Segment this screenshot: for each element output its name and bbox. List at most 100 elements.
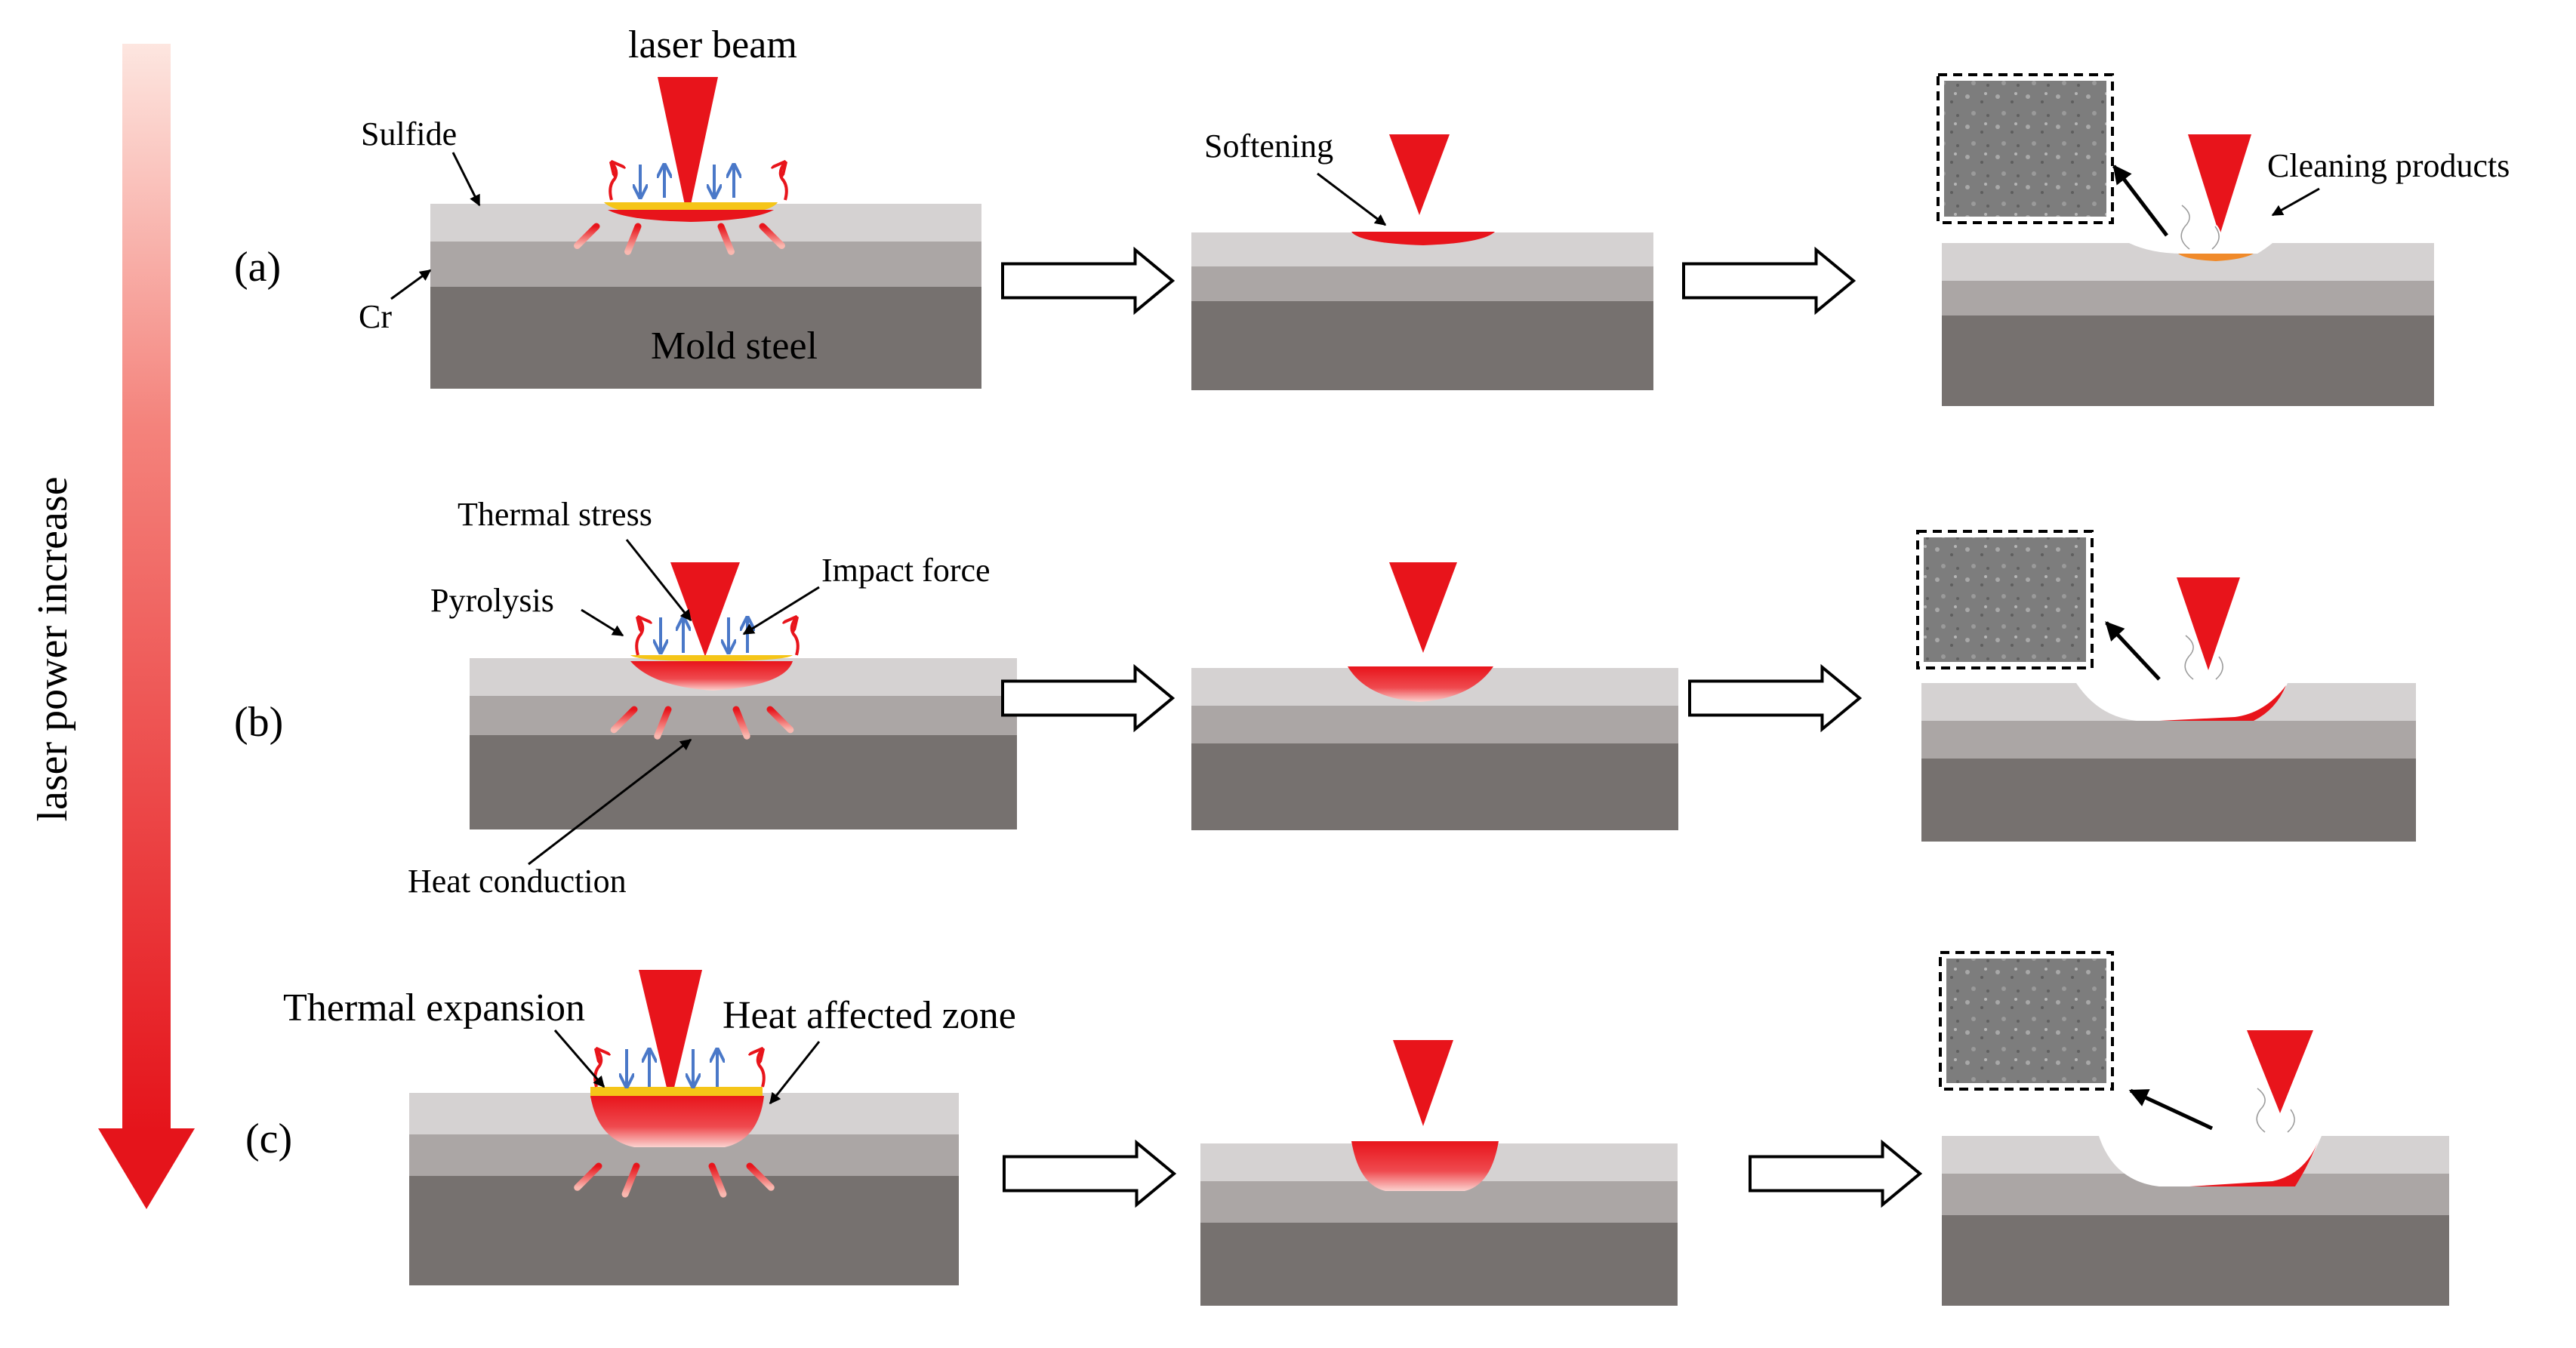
cr-layer [430,242,981,287]
process-arrow [1003,1139,1177,1208]
label-impact-force: Impact force [821,552,991,589]
cr-layer [1191,706,1678,743]
sem-image [1944,81,2106,217]
mold-steel-layer [1191,301,1653,390]
pyrolysis-arrow [636,617,642,656]
heat-conduction-arrow [708,1162,727,1198]
heat-conduction-arrow [574,1162,602,1191]
melt-zone [590,1096,764,1147]
cr-pointer [390,269,432,300]
cleaning-products-pointer [2271,187,2320,217]
row-label-c: (c) [245,1116,292,1162]
block-b3 [1921,683,2416,842]
mold-steel-layer [1200,1223,1678,1306]
removed-region [2129,243,2272,254]
softened-zone [1351,232,1495,245]
heat-conduction-arrow [766,706,794,734]
process-arrow [1001,663,1176,733]
row-label-a: (a) [234,244,281,291]
heat-conduction-arrow [717,223,735,255]
yellow-hot-layer [590,1087,763,1098]
label-laser-beam: laser beam [628,23,797,66]
label-sulfide: Sulfide [361,115,457,152]
pyrolysis-pointer [581,608,624,637]
label-thermal-stress: Thermal stress [458,496,652,533]
mold-steel-layer [430,287,981,389]
cleaning-product-outline [2184,635,2223,680]
sem-pointer-arrow [2112,165,2168,237]
impact-force-pointer [742,586,820,636]
laser-cone-a3 [2188,134,2251,235]
softened-zone [1351,1141,1499,1191]
residual-melt [2159,685,2286,721]
pyrolysis-arrow [610,162,616,201]
mold-steel-layer [1942,1215,2449,1306]
process-arrow [1001,246,1176,315]
heat-conduction-arrow [621,1162,640,1198]
heat-conduction-arrow [610,706,638,734]
mold-steel-layer [470,735,1017,829]
cr-layer [1921,721,2416,759]
cr-layer [1191,266,1653,301]
mold-steel-layer [1942,315,2434,406]
block-a2 [1191,232,1653,390]
laser-cone-b2 [1389,562,1457,653]
label-heat-conduction: Heat conduction [408,863,627,900]
removed-region [2076,683,2288,721]
sem-image [1924,537,2086,662]
laser-cone-b3 [2177,577,2240,670]
laser-cone-c2 [1393,1040,1453,1126]
row-label-b: (b) [234,699,283,746]
label-softening: Softening [1204,128,1333,165]
block-c3 [1942,1136,2449,1306]
sulfide-pointer [451,152,481,207]
thermal-stress-pointer [625,539,692,622]
process-arrow [1688,663,1863,733]
pyrolysis-arrow [792,617,798,656]
laser-cone-a2 [1389,134,1450,215]
heat-conduction-pointer [528,738,692,866]
heat-conduction-arrow [624,223,642,255]
mold-steel-layer [409,1176,959,1285]
mold-steel-layer [1921,759,2416,842]
heat-conduction-arrow [746,1162,775,1191]
laser-beam-cone [670,562,740,657]
label-mold-steel: Mold steel [651,325,818,368]
sem-image [1946,959,2106,1083]
block-a3 [1942,243,2434,406]
melt-zone [630,661,793,691]
block-c1 [409,1093,959,1285]
side-label: laser power increase [29,476,76,821]
yellow-hot-layer [630,655,793,661]
process-arrow [1749,1139,1923,1208]
residual-melt [2178,254,2254,261]
cr-layer [1942,281,2434,315]
label-pyrolysis: Pyrolysis [430,582,554,619]
heat-conduction-arrow [759,223,785,249]
softened-zone [1348,666,1493,702]
melt-zone [608,210,774,222]
process-arrow [1682,246,1857,315]
heat-affected-zone-pointer [769,1041,821,1105]
pyrolysis-arrow [781,162,787,201]
sem-pointer-arrow [2128,1088,2214,1131]
laser-power-arrow [98,44,195,1209]
label-heat-affected-zone: Heat affected zone [723,994,1016,1037]
label-thermal-expansion: Thermal expansion [283,986,585,1029]
removed-region [2099,1136,2322,1186]
laser-beam-cone [658,77,718,219]
softening-pointer [1317,172,1387,226]
heat-conduction-arrow [574,223,600,249]
thermal-expansion-pointer [553,1029,605,1088]
sem-pointer-arrow [2105,621,2161,681]
cleaning-product-outline [2180,205,2220,250]
label-cleaning-products: Cleaning products [2267,147,2510,184]
laser-beam-cone [639,970,702,1103]
laser-overlays [574,73,2319,1208]
mold-steel-layer [1191,743,1678,830]
cleaning-product-outline [2256,1088,2295,1133]
heat-conduction-arrow [732,706,750,740]
laser-cone-c3 [2247,1030,2313,1113]
